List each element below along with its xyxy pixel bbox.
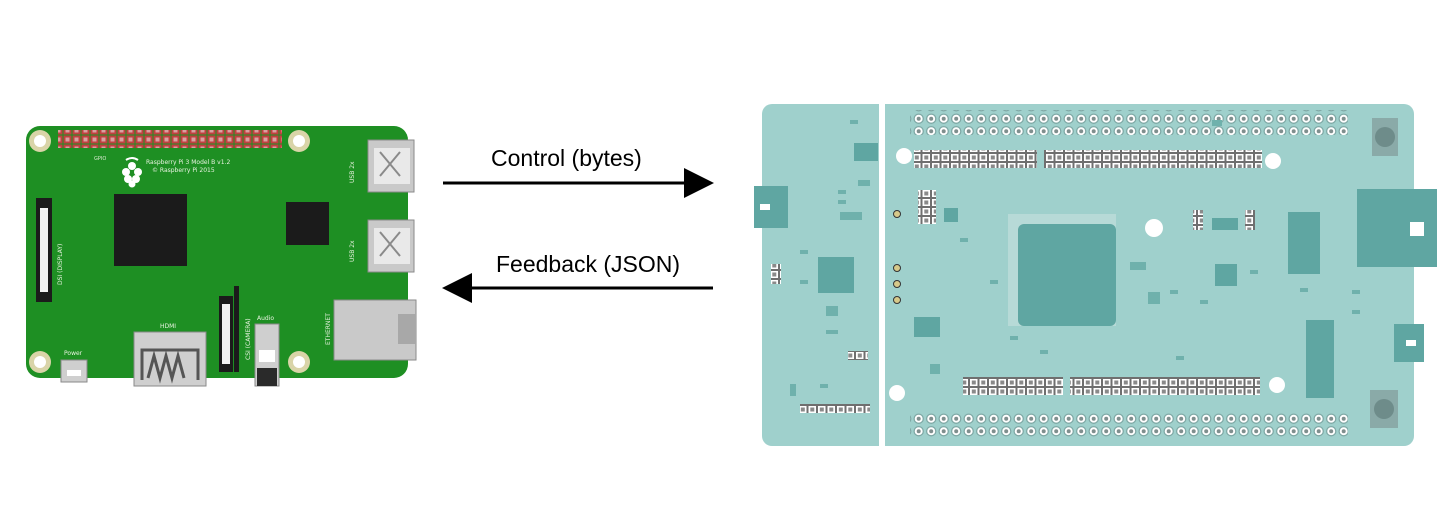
gpio-header [58,130,282,148]
audio-label: Audio [257,315,274,322]
small-chip-4 [944,208,958,222]
usb-label-1: USB 2x [349,161,356,183]
tall-chip [1306,320,1334,398]
pin-header-top-right [1044,150,1262,168]
usb-chip [818,257,854,293]
board-model-text: Raspberry Pi 3 Model B v1.2 [146,159,230,166]
side-chip [1288,212,1320,274]
led-indicators [893,210,901,304]
bottom-hole-rows [910,413,1348,438]
usb-lan-chip [286,202,329,245]
small-chip-3 [1212,218,1238,230]
pin-header-bottom-left [963,377,1063,395]
soc-chip [114,194,187,266]
usb-port-1 [367,139,415,193]
raspberry-pi-board: GPIO Raspberry Pi 3 Model B v1.2 © Raspb… [26,126,417,387]
small-chip-5 [914,317,940,337]
ethernet-label: ETHERNET [325,313,332,345]
raspberry-logo-icon [122,157,142,188]
small-chip-2 [1215,264,1237,286]
dsi-connector [36,198,52,302]
usb-port-2 [367,219,415,273]
button-top [1372,118,1398,156]
micro-usb-right [1394,324,1424,362]
csi-connector [219,286,239,372]
feedback-arrow-label: Feedback (JSON) [496,251,681,277]
micro-usb-left [754,186,788,228]
top-hole-rows [910,110,1348,135]
gpio-label: GPIO [94,156,106,162]
control-arrow-label: Control (bytes) [491,145,642,171]
power-port [60,359,88,383]
fpga-board [754,100,1437,450]
small-chip-1 [854,143,878,161]
mounting-holes [29,130,310,373]
pin-header-bottom-right [1070,377,1260,395]
hdmi-label: HDMI [160,323,176,330]
csi-label: CSI (CAMERA) [245,318,252,360]
hdmi-port [133,331,207,387]
fpga-chip [1008,214,1116,326]
audio-jack [254,323,280,387]
board-copyright-text: © Raspberry Pi 2015 [152,167,215,174]
pin-header-top-left [914,150,1037,168]
power-label: Power [64,350,83,357]
button-bottom [1370,390,1398,428]
right-connector [1357,189,1437,267]
small-components [790,120,1360,396]
dsi-label: DSI (DISPLAY) [57,244,64,285]
usb-label-2: USB 2x [349,240,356,262]
ethernet-port [333,299,417,361]
